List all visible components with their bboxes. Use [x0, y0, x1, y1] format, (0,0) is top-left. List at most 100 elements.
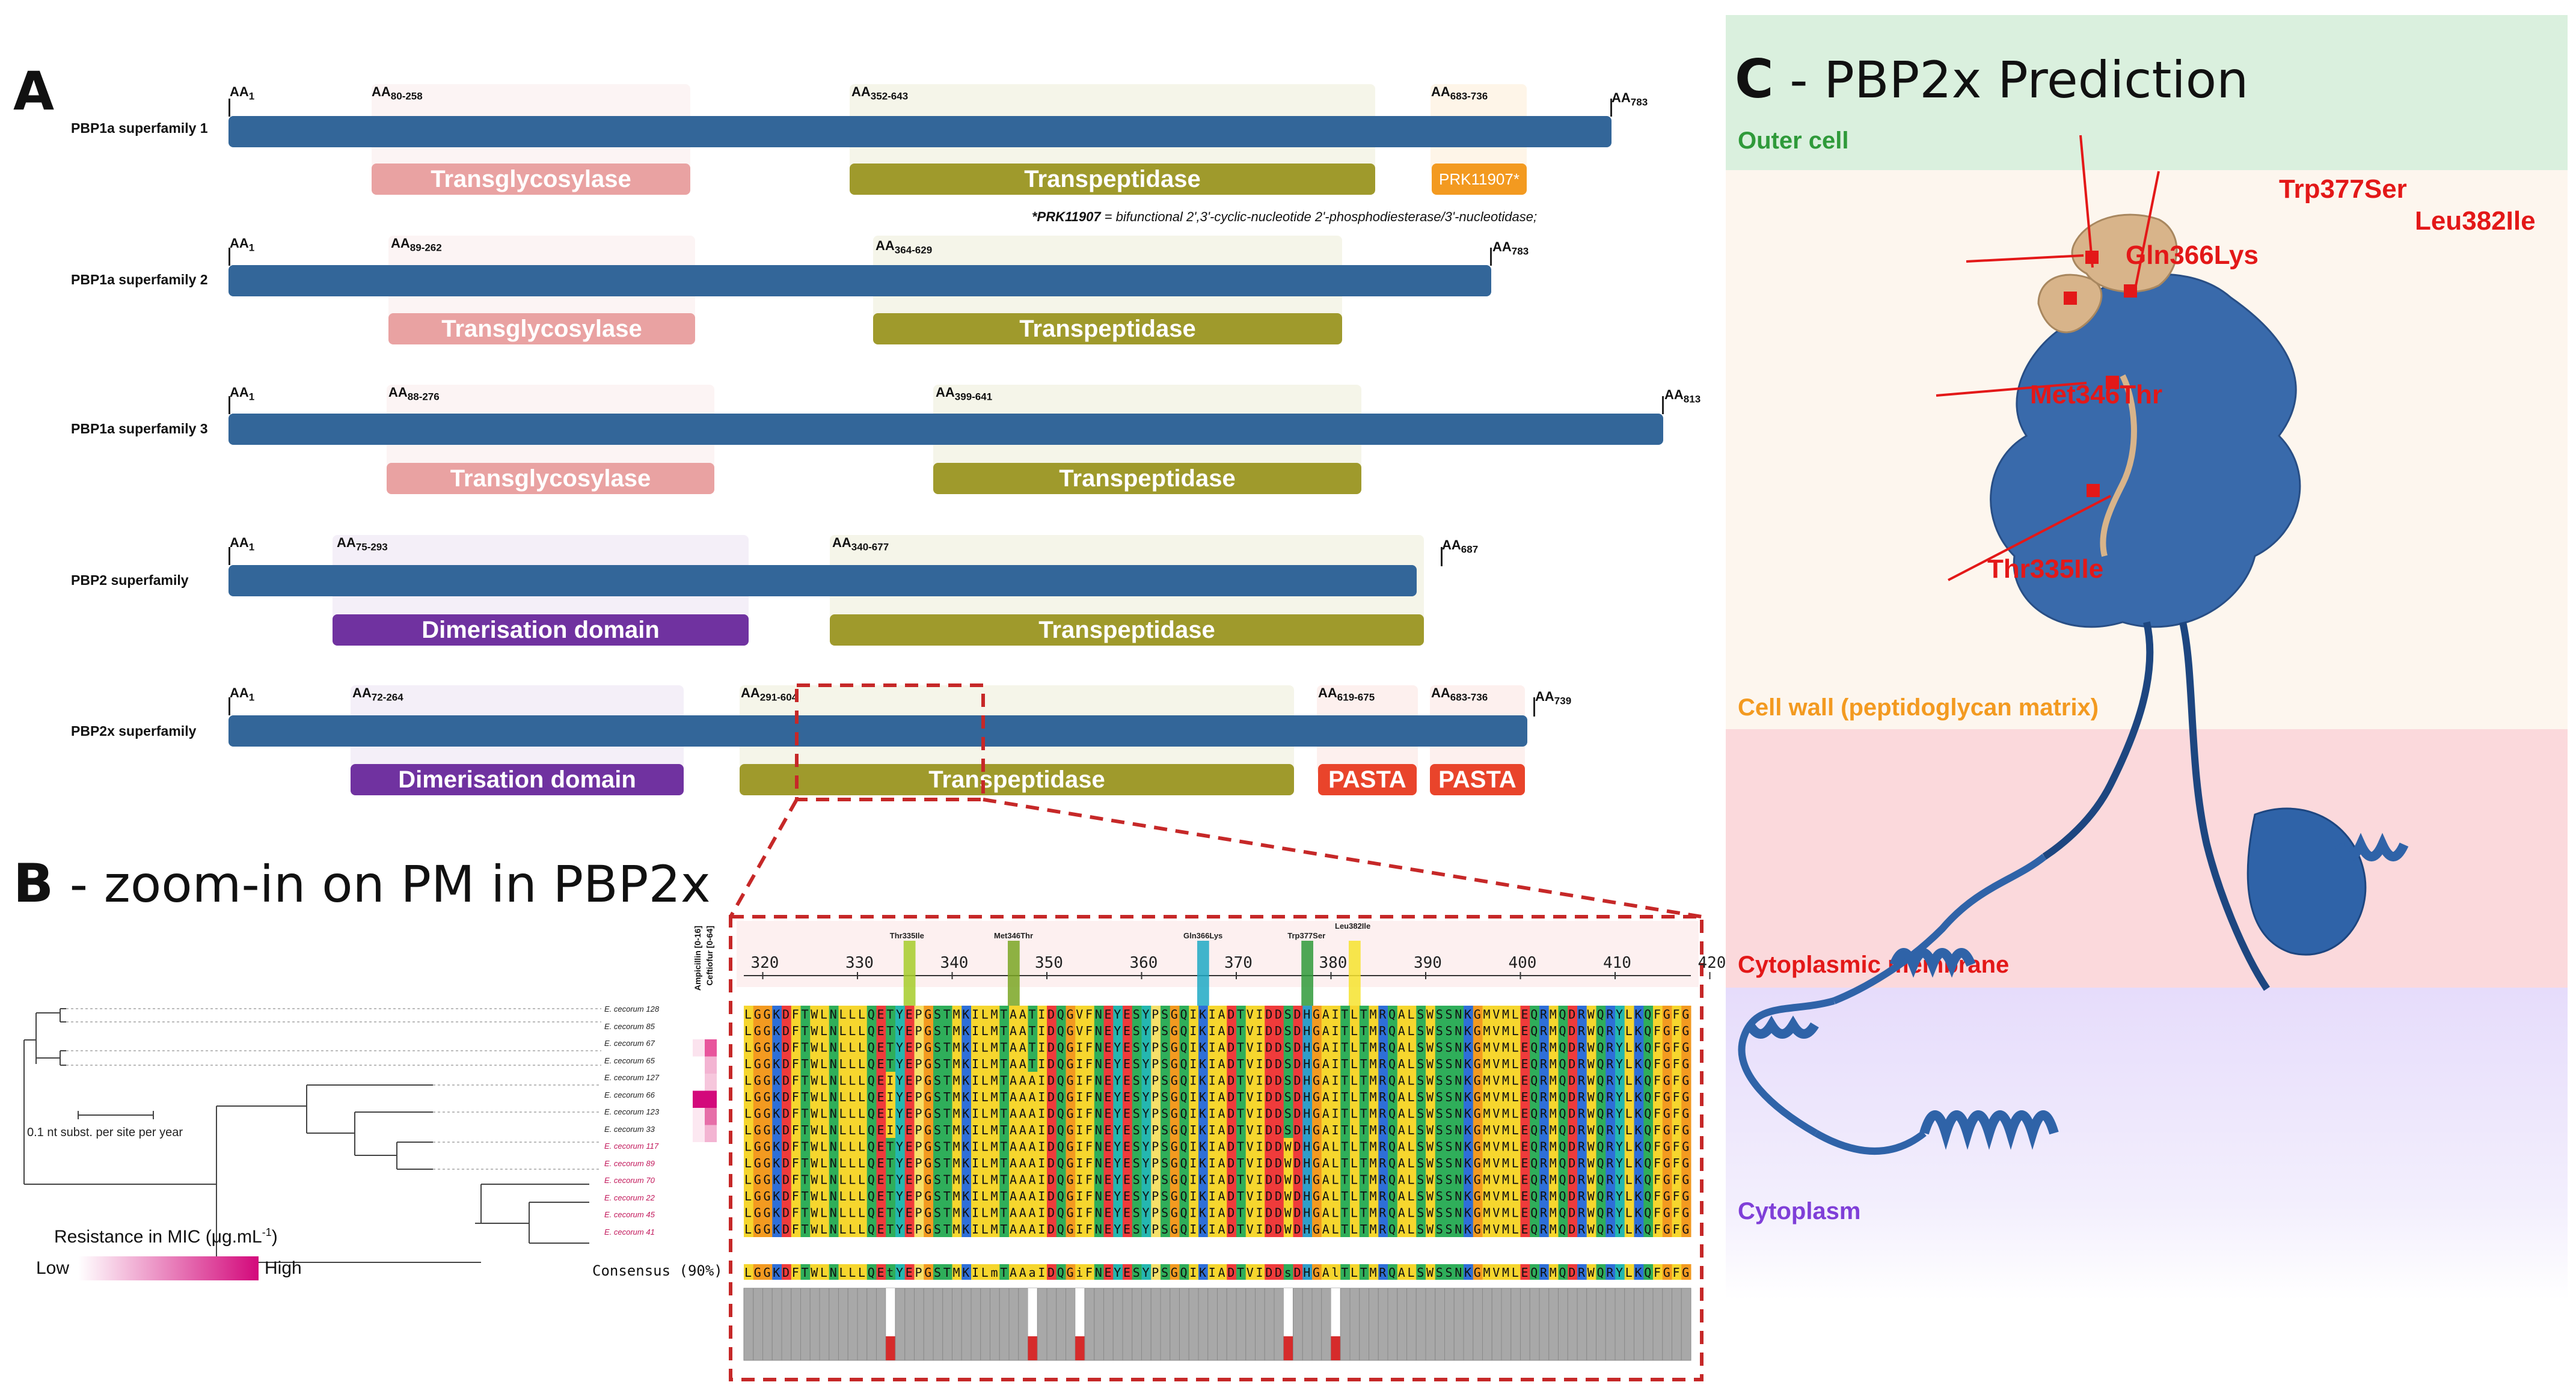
consensus-letter: Q	[1180, 1265, 1188, 1280]
residue-letter: S	[1133, 1206, 1140, 1220]
residue-letter: K	[773, 1074, 780, 1088]
residue-letter: K	[1635, 1123, 1642, 1137]
residue-cell	[933, 1006, 943, 1023]
conservation-bar	[1037, 1288, 1047, 1361]
residue-letter: I	[1332, 1007, 1339, 1022]
residue-cell	[1634, 1039, 1644, 1056]
residue-letter: D	[1568, 1173, 1575, 1187]
residue-letter: R	[1606, 1041, 1614, 1055]
residue-letter: K	[773, 1090, 780, 1104]
residue-cell	[866, 1022, 877, 1039]
residue-cell	[1236, 1022, 1247, 1039]
conservation-bar	[1643, 1288, 1654, 1361]
consensus-letter: F	[1673, 1265, 1680, 1280]
residue-letter: R	[1578, 1206, 1586, 1220]
residue-letter: S	[1417, 1156, 1424, 1170]
residue-letter: G	[754, 1107, 761, 1121]
aa-domain-range: AA364-629	[876, 238, 933, 256]
residue-cell	[1615, 1022, 1625, 1039]
mutation-marker	[1301, 941, 1313, 1006]
consensus-letter: A	[1010, 1265, 1017, 1280]
residue-letter: L	[1512, 1189, 1519, 1203]
consensus-letter: E	[1123, 1265, 1130, 1280]
residue-letter: R	[1379, 1074, 1387, 1088]
residue-cell	[1075, 1022, 1085, 1039]
residue-letter: G	[1171, 1156, 1178, 1170]
residue-cell	[1397, 1022, 1407, 1039]
conservation-bar	[1548, 1288, 1559, 1361]
residue-letter: D	[1294, 1222, 1301, 1237]
heat-cell	[705, 1227, 717, 1245]
residue-letter: Y	[896, 1206, 903, 1220]
residue-letter: G	[1474, 1222, 1481, 1237]
residue-letter: I	[886, 1090, 894, 1104]
residue-letter: T	[1341, 1107, 1348, 1121]
residue-letter: D	[1275, 1090, 1282, 1104]
consensus-letter: K	[773, 1265, 780, 1280]
residue-cell	[1123, 1022, 1133, 1039]
residue-letter: S	[1161, 1024, 1168, 1038]
residue-letter: D	[782, 1189, 790, 1203]
residue-cell	[1444, 1039, 1455, 1056]
residue-letter: Y	[896, 1024, 903, 1038]
residue-letter: M	[991, 1123, 998, 1137]
residue-letter: R	[1606, 1206, 1614, 1220]
residue-letter: E	[1123, 1007, 1130, 1022]
conservation-bar	[876, 1288, 886, 1361]
conservation-bar	[1662, 1288, 1672, 1361]
residue-letter: F	[1654, 1107, 1661, 1121]
residue-cell	[1151, 1006, 1161, 1023]
residue-cell	[1558, 1006, 1568, 1023]
residue-letter: E	[1105, 1222, 1112, 1237]
aa-domain-range: AA291-604	[741, 685, 798, 703]
residue-cell	[791, 1006, 801, 1023]
residue-letter: Q	[868, 1057, 875, 1071]
residue-cell	[753, 1055, 763, 1072]
residue-letter: Q	[1180, 1107, 1188, 1121]
residue-letter: W	[1426, 1007, 1434, 1022]
conservation-bar	[847, 1288, 858, 1361]
residue-letter: G	[1313, 1156, 1320, 1170]
residue-letter: M	[1502, 1222, 1509, 1237]
residue-letter: K	[962, 1090, 969, 1104]
conservation-bar	[1302, 1288, 1313, 1361]
residue-letter: L	[1512, 1090, 1519, 1104]
variable-site-gap	[1075, 1288, 1085, 1336]
residue-letter: S	[934, 1107, 941, 1121]
residue-letter: L	[1625, 1222, 1633, 1237]
residue-letter: E	[906, 1041, 913, 1055]
residue-letter: T	[886, 1024, 894, 1038]
residue-cell	[876, 1055, 886, 1072]
conservation-bar	[1567, 1288, 1578, 1361]
residue-letter: D	[782, 1090, 790, 1104]
residue-letter: N	[1455, 1222, 1462, 1237]
residue-letter: G	[1313, 1140, 1320, 1154]
aa-domain-range: AA619-675	[1318, 685, 1375, 703]
residue-letter: R	[1379, 1107, 1387, 1121]
conservation-bar	[1435, 1288, 1445, 1361]
residue-letter: D	[782, 1222, 790, 1237]
residue-letter: V	[1492, 1041, 1500, 1055]
residue-letter: Q	[1530, 1041, 1538, 1055]
residue-letter: G	[764, 1140, 771, 1154]
residue-letter: F	[792, 1206, 799, 1220]
consensus-letter: a	[1029, 1265, 1036, 1280]
residue-letter: A	[1019, 1007, 1026, 1022]
consensus-letter: H	[1303, 1265, 1310, 1280]
residue-cell	[961, 1039, 972, 1056]
residue-cell	[772, 1055, 782, 1072]
consensus-letter: l	[1332, 1265, 1339, 1280]
residue-cell	[1227, 1006, 1237, 1023]
residue-letter: G	[1474, 1107, 1481, 1121]
residue-letter: S	[1446, 1007, 1453, 1022]
residue-cell	[857, 1039, 868, 1056]
residue-letter: W	[1284, 1156, 1292, 1170]
residue-letter: M	[1483, 1107, 1491, 1121]
residue-letter: A	[1322, 1189, 1329, 1203]
residue-letter: L	[858, 1222, 865, 1237]
residue-letter: I	[1038, 1123, 1045, 1137]
residue-letter: S	[934, 1057, 941, 1071]
residue-letter: T	[802, 1057, 809, 1071]
consensus-letter: A	[1398, 1265, 1405, 1280]
conservation-bar	[1491, 1288, 1502, 1361]
